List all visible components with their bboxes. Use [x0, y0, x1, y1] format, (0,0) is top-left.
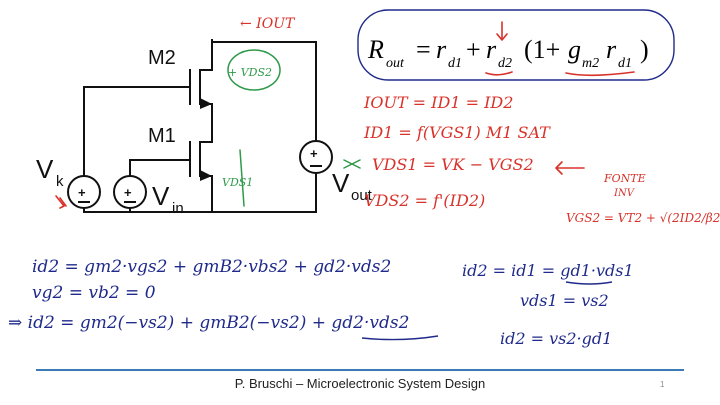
formula-rd1b-sub: d1 — [618, 56, 632, 71]
gd2-underline — [361, 335, 439, 341]
equation-1: id2 = gm2·vgs2 + gmB2·vbs2 + gd2·vds2 — [32, 257, 391, 277]
m1-channel — [199, 141, 213, 177]
formula-rd2-sub: d2 — [498, 56, 512, 71]
gd1-underline — [565, 281, 613, 285]
vk-sub-label: k — [56, 173, 64, 190]
vout-label: V — [332, 168, 350, 198]
m1-label: M1 — [148, 125, 176, 147]
vin-sub-label: in — [172, 200, 184, 217]
vout-sub-label: out — [351, 187, 373, 204]
vin-plus-icon: + — [124, 185, 132, 200]
formula-rd1b: r — [606, 35, 617, 64]
vds2-circle — [227, 49, 281, 91]
vk-label: V — [36, 154, 54, 184]
formula-rd1-sub: d1 — [448, 56, 462, 71]
formula-paren-close: ) — [640, 35, 649, 64]
equation-2: vg2 = vb2 = 0 — [32, 283, 156, 303]
vds2-label: + VDS2 — [228, 66, 272, 79]
wire-top — [211, 39, 317, 141]
formula-r-sub: out — [386, 56, 405, 71]
formula-highlight-box — [357, 9, 675, 81]
page-number: 1 — [660, 380, 665, 389]
vout-plus-icon: + — [310, 146, 318, 161]
rd2-underline — [485, 71, 513, 76]
green-check-mark — [343, 159, 361, 169]
rout-formula: R out = r d1 + r d2 (1+ g m2 r d1 ) — [367, 35, 649, 71]
annotation-line4: VDS2 = f'(ID2) — [364, 191, 485, 210]
rd2-pointer-arrow — [496, 21, 508, 41]
formula-eq: = — [416, 35, 431, 64]
formula-gm2-sub: m2 — [582, 56, 599, 71]
vk-plus-icon: + — [78, 185, 86, 200]
formula-plus: + — [466, 35, 481, 64]
annotation-line1: IOUT = ID1 = ID2 — [363, 93, 513, 112]
gm2rd1-underline — [565, 71, 635, 77]
m1-body-arrow — [200, 170, 212, 181]
inv-label: INV — [613, 188, 636, 199]
circuit-schematic: + + + — [67, 39, 333, 213]
line3-arrow — [555, 161, 585, 175]
formula-paren-open: (1+ — [524, 35, 560, 64]
annotation-line3: VDS1 = VK − VGS2 — [372, 155, 534, 174]
vin-label: V — [152, 181, 170, 211]
equation-5: vds1 = vs2 — [520, 291, 609, 310]
formula-gm2: g — [568, 35, 581, 64]
formula-rd2: r — [486, 35, 497, 64]
footer-text: P. Bruschi – Microelectronic System Desi… — [234, 376, 486, 391]
equation-3: ⇒ id2 = gm2(−vs2) + gmB2(−vs2) + gd2·vds… — [8, 313, 409, 333]
iout-annotation: ← IOUT — [240, 16, 296, 32]
m2-label: M2 — [148, 47, 176, 69]
vds1-bracket — [239, 149, 245, 207]
m2-body-arrow — [200, 98, 212, 109]
equation-6: id2 = vs2·gd1 — [500, 329, 612, 348]
formula-r: R — [367, 35, 384, 64]
formula-rd1: r — [436, 35, 447, 64]
vds1-label: VDS1 — [222, 176, 253, 189]
vk-red-mark — [55, 195, 67, 209]
vgs2-formula: VGS2 = VT2 + √(2ID2/β2) — [566, 211, 720, 225]
annotation-line2: ID1 = f(VGS1) M1 SAT — [363, 123, 551, 142]
fonte-label: FONTE — [603, 172, 646, 185]
equation-4: id2 = id1 = gd1·vds1 — [462, 261, 634, 280]
